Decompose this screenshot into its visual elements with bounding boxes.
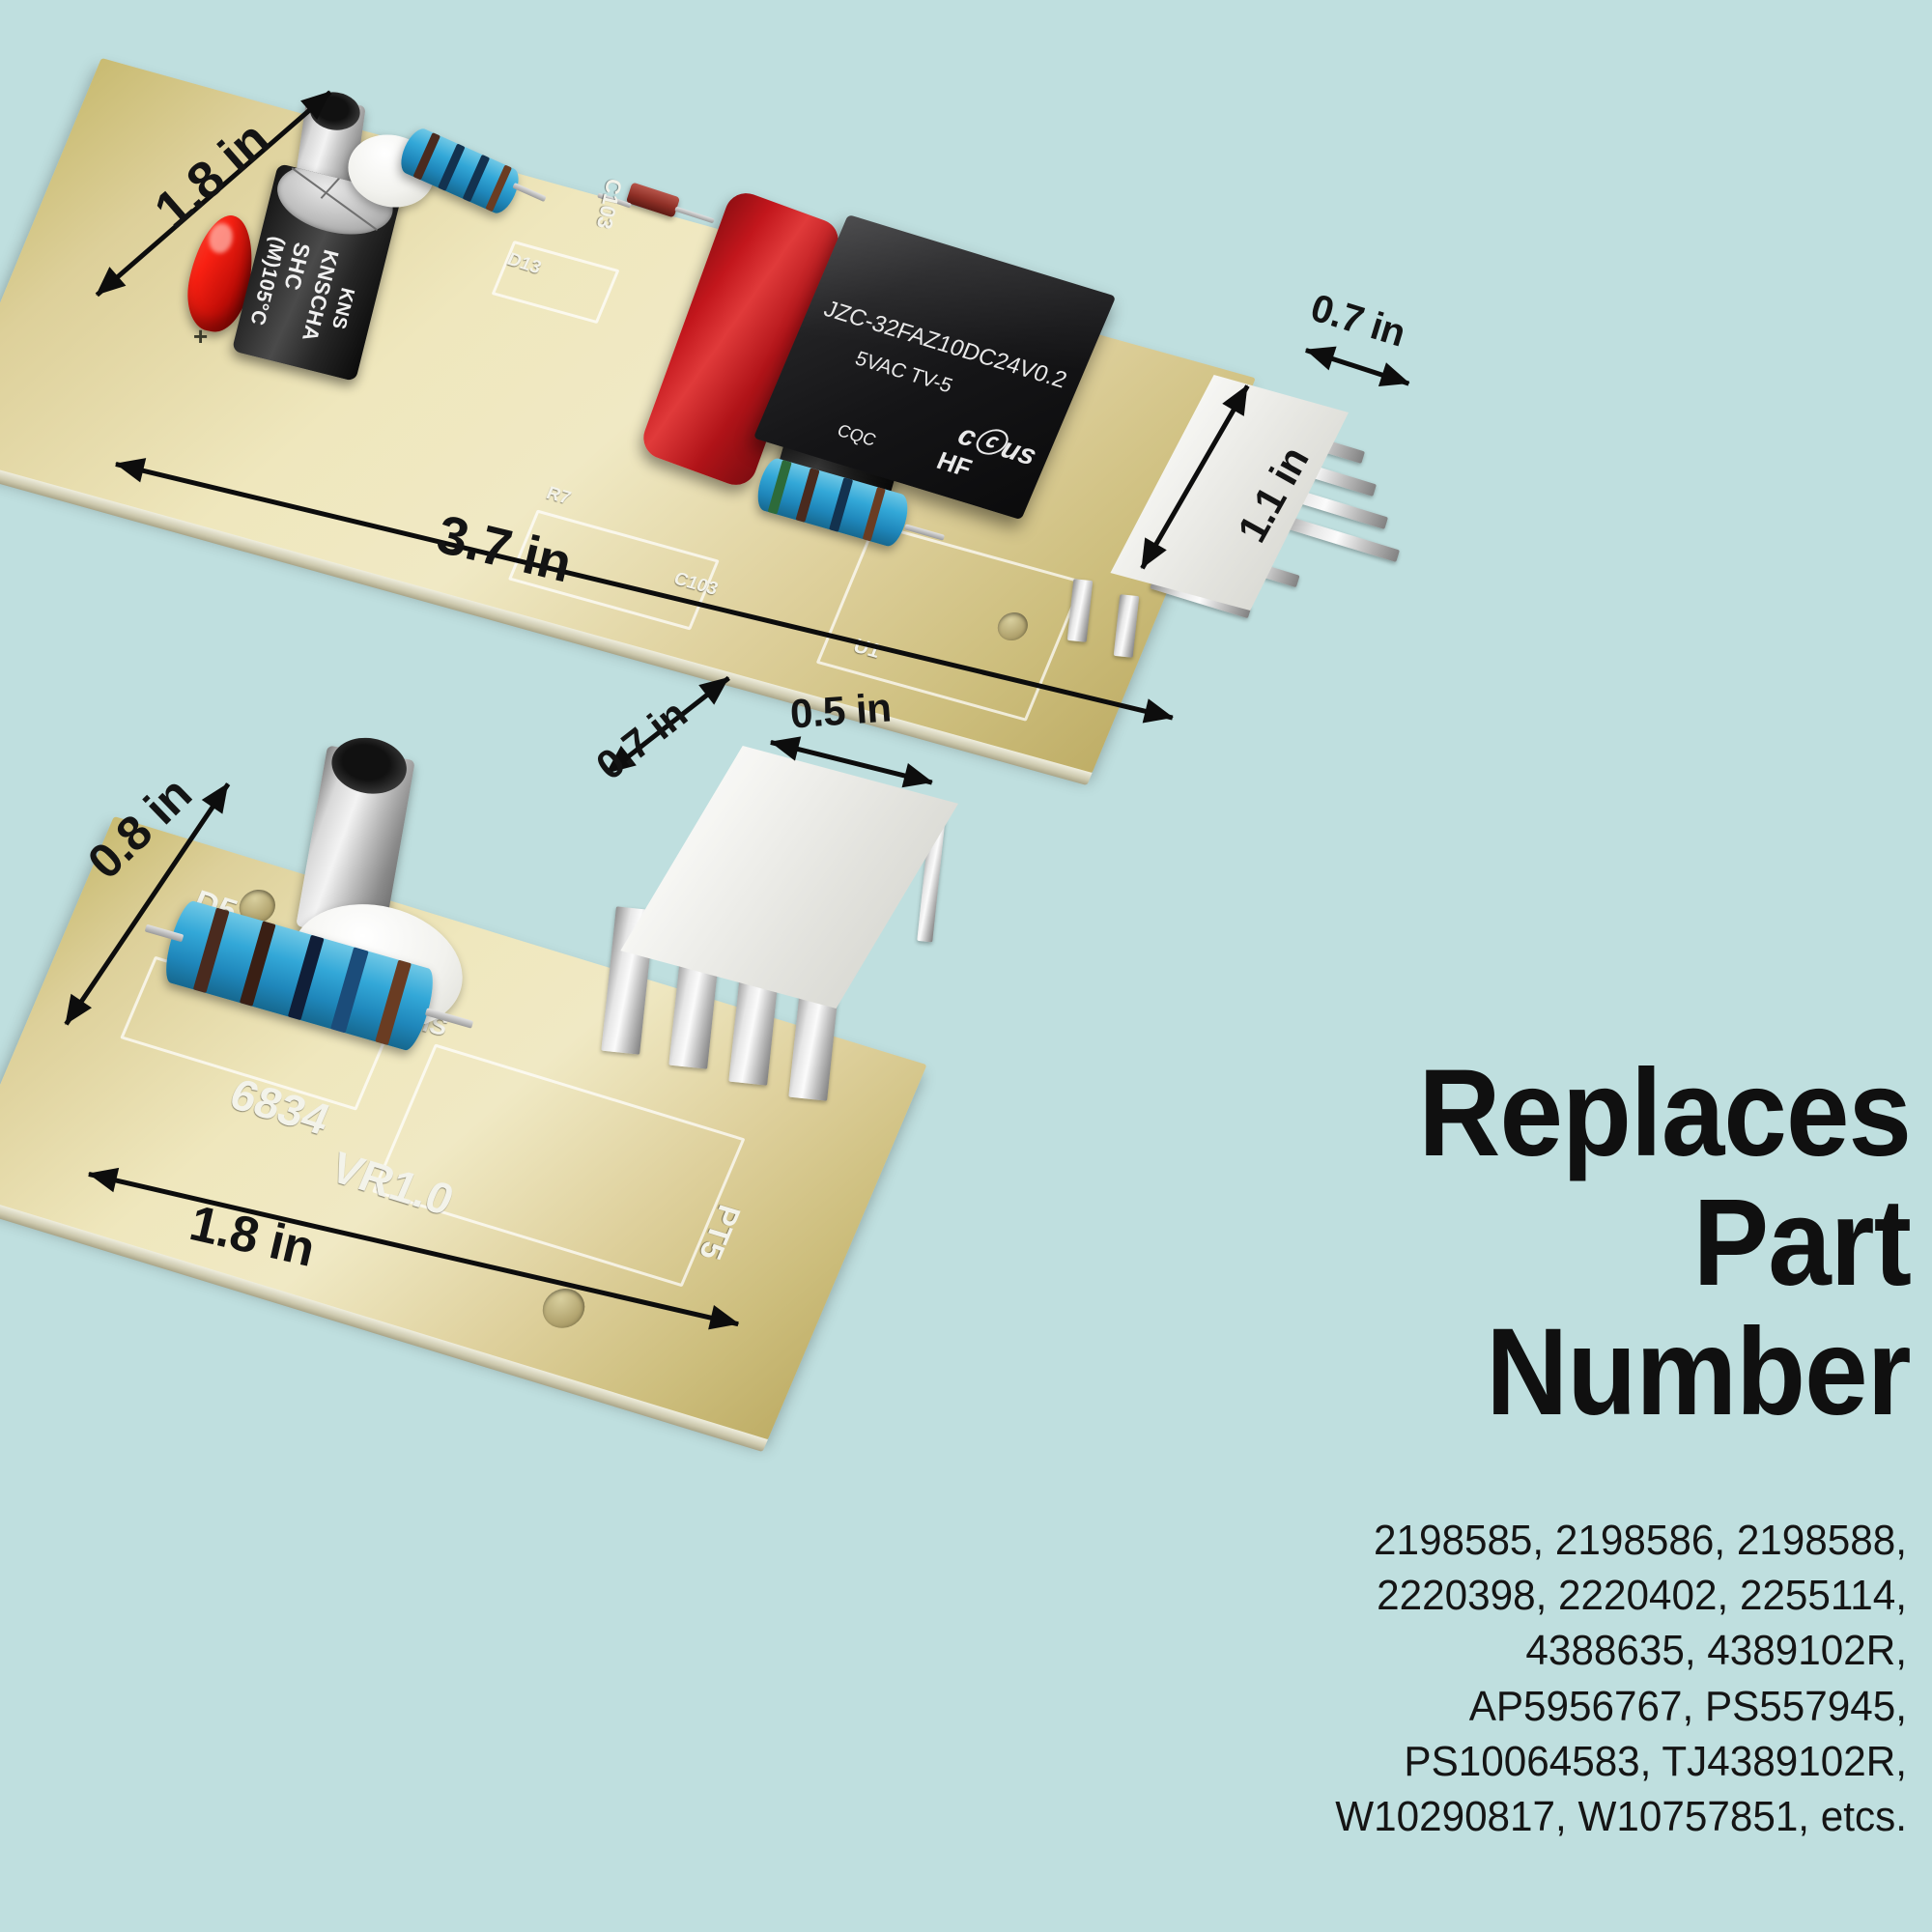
part-number-line: 2198585, 2198586, 2198588, bbox=[1373, 1517, 1907, 1564]
part-number-list: 2198585, 2198586, 2198588, 2220398, 2220… bbox=[887, 1513, 1907, 1844]
part-number-line: 4388635, 4389102R, bbox=[1525, 1627, 1907, 1675]
part-number-line: 2220398, 2220402, 2255114, bbox=[1377, 1572, 1907, 1620]
dim-label-bottom-conn-depth: 0.7 in bbox=[587, 690, 696, 789]
part-number-line: AP5956767, PS557945, bbox=[1468, 1682, 1907, 1730]
headline-part: Part bbox=[1692, 1174, 1912, 1312]
headline-replaces: Replaces bbox=[1418, 1044, 1912, 1182]
silk-r7: R7 bbox=[543, 483, 574, 509]
part-number-line: PS10064583, TJ4389102R, bbox=[1404, 1737, 1907, 1785]
silk-led-polarity: + bbox=[193, 322, 209, 351]
part-number-line: W10290817, W10757851, etcs. bbox=[1335, 1792, 1907, 1840]
headline-number: Number bbox=[1486, 1303, 1912, 1441]
dim-label-bottom-conn-width: 0.5 in bbox=[788, 684, 893, 737]
